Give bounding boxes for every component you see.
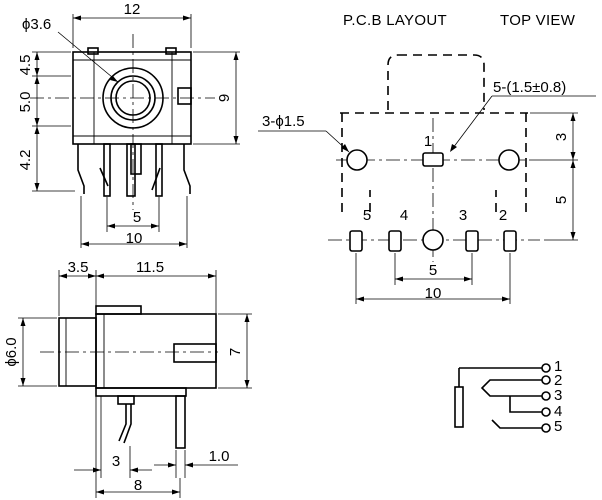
pcb-dim-top-label: 3: [553, 133, 570, 141]
schematic: 1 2 3 4 5: [454, 358, 562, 435]
pcb-dim-bottom-label: 5: [553, 196, 570, 204]
side-dim-body-label: 11.5: [136, 259, 164, 276]
hole-count-note: 3-ϕ1.5: [262, 113, 305, 130]
pcb-dim-span-label: 10: [425, 285, 442, 302]
schematic-pin-1-label: 1: [554, 358, 562, 375]
dim-span-label: 10: [126, 230, 143, 247]
side-dim-total-label: 8: [134, 477, 142, 494]
top-view-title: TOP VIEW: [500, 12, 576, 29]
front-view: 12 ϕ3.6 4.5 5.0 4.2: [17, 1, 240, 248]
dim-pitch-label: 5: [133, 209, 141, 226]
pcb-pin-1-label: 1: [424, 133, 432, 150]
schematic-pin-3-label: 3: [554, 387, 562, 404]
dim-height-label: 9: [216, 94, 233, 102]
side-dim-diameter-label: ϕ6.0: [3, 337, 20, 366]
side-dim-front-label: 3.5: [68, 259, 89, 276]
dim-width-label: 12: [124, 1, 141, 18]
pcb-layout: P.C.B LAYOUT TOP VIEW 1 5 4 3 2: [258, 12, 596, 304]
dim-h-top-label: 4.5: [17, 55, 34, 76]
hole-diameter-label: ϕ3.6: [22, 16, 51, 33]
pcb-pin-5-label: 5: [363, 207, 371, 224]
pcb-pin-2-label: 2: [499, 207, 507, 224]
schematic-pin-2-label: 2: [554, 372, 562, 389]
pad-size-note: 5-(1.5±0.8): [493, 79, 566, 96]
pcb-pin-3-label: 3: [459, 207, 467, 224]
side-view: 3.5 11.5 ϕ6.0 7: [3, 259, 252, 498]
pcb-pin-4-label: 4: [400, 207, 408, 224]
side-dim-pin-width-label: 1.0: [209, 448, 230, 465]
dim-h-mid-label: 5.0: [17, 92, 34, 113]
schematic-pin-5-label: 5: [554, 418, 562, 435]
dim-h-bot-label: 4.2: [17, 150, 34, 171]
side-dim-pin-offset-label: 3: [112, 453, 120, 470]
schematic-pin-4-label: 4: [554, 403, 562, 420]
side-dim-height-label: 7: [227, 348, 244, 356]
pcb-dim-pitch-label: 5: [429, 262, 437, 279]
pcb-layout-title: P.C.B LAYOUT: [343, 12, 447, 29]
